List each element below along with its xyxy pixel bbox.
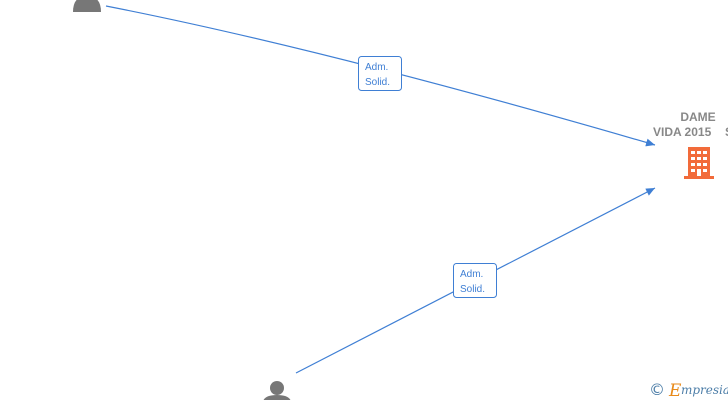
brand-name: mpresia — [681, 383, 728, 397]
company-name-line1: DAME — [680, 110, 715, 124]
relation-label-box — [453, 263, 497, 298]
relation-label-1[interactable]: Adm. Solid. — [358, 56, 402, 91]
person-node-1[interactable] — [73, 0, 101, 12]
person-icon — [263, 381, 291, 400]
building-icon — [684, 147, 714, 179]
relation-edge-1[interactable] — [105, 5, 656, 147]
relation-label-line1: Adm. — [460, 269, 483, 280]
empresia-watermark: © E mpresia — [649, 380, 728, 400]
brand-initial: E — [668, 381, 682, 400]
relation-label-box — [358, 56, 402, 91]
relation-label-line2: Solid. — [365, 77, 390, 88]
person-icon — [73, 0, 101, 12]
relation-label-line1: Adm. — [365, 62, 388, 73]
company-node[interactable]: DAME VIDA 2015 S — [653, 110, 728, 179]
relation-edge-line — [105, 5, 656, 147]
relation-label-line2: Solid. — [460, 284, 485, 295]
copyright-symbol: © — [649, 380, 665, 399]
company-name-line2-cut: S — [725, 125, 728, 139]
company-name-line2: VIDA 2015 — [653, 125, 712, 139]
person-node-2[interactable] — [263, 381, 291, 400]
relation-label-2[interactable]: Adm. Solid. — [453, 263, 497, 298]
